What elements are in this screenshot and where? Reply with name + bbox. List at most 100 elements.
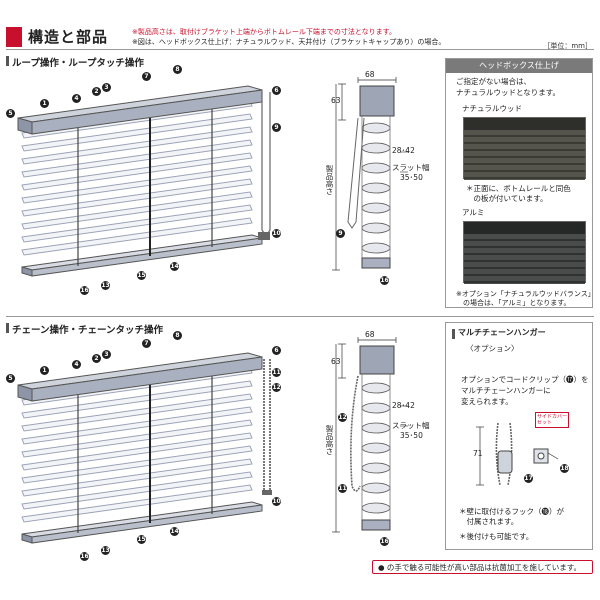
hanger-panel-title: マルチチェーンハンガー [458,328,546,337]
chain-head-width: 68 [365,330,375,339]
hanger-desc-3: 変えられます。 [461,397,513,406]
chain-bottomrail-front [31,504,263,544]
part-badge: 16 [80,286,89,295]
loop-operation-cord [261,92,271,238]
side-cover-tag-line-1: サイドカバー [537,414,568,420]
chain-headbox-front [31,356,263,402]
chain-slat-pitch: 28･42 [392,401,415,410]
part-badge: 2 [92,354,101,363]
hanger-illustration [476,422,559,486]
part-badge: 13 [101,281,110,290]
side-cover-set-tag: サイドカバー セット [535,412,570,428]
loop-side-view [332,77,408,271]
part-badge: 17 [524,474,533,483]
headbox-natural-label: ナチュラルウッド [462,104,522,113]
chain-slat-width-label: スラット幅 [392,421,430,430]
hanger-panel-subtitle: 〈オプション〉 [466,344,519,353]
hanger-dim: 71 [473,449,483,458]
loop-cord-weight [258,232,270,240]
header-divider [6,49,594,50]
part-badge: 14 [170,262,179,271]
loop-head-height: 63 [331,96,341,105]
headbox-intro-2: ナチュラルウッドとなります。 [456,88,561,97]
part-badge: 16 [80,552,89,561]
part-badge: 12 [272,383,281,392]
chain-product-height-label: 製品高さ [325,425,334,455]
part-badge: 8 [173,65,182,74]
note-product-height: ※製品高さは、取付けブラケット上端からボトムレール下端までの寸法となります。 [132,28,396,36]
unit-label: ［単位：mm］ [543,42,592,50]
part-badge: 3 [102,83,111,92]
chain-head-height: 63 [331,357,341,366]
part-badge: 11 [272,368,281,377]
page-title: 構造と部品 [28,28,109,46]
hanger-note-2: 付属されます。 [459,517,519,526]
hanger-desc-2: マルチチェーンハンガーに [461,386,551,395]
section-marker [6,323,9,333]
hanger-body [497,450,513,474]
part-badge: 8 [173,331,182,340]
section-marker [6,56,9,66]
headbox-option-note-1: ※オプション「ナチュラルウッドバランス」 [456,290,595,298]
part-badge: 7 [142,339,151,348]
part-badge: 3 [102,350,111,359]
part-badge: 15 [137,271,146,280]
part-badge: 4 [72,94,81,103]
footer-note-box [372,560,593,574]
part-badge: 13 [101,546,110,555]
headbox-natural-note-1: ＊正面に、ボトムレールと同色 [466,184,571,193]
panel-marker [452,329,455,339]
part-badge: 2 [92,87,101,96]
side-cover-tag-line-2: セット [537,420,553,426]
headbox-option-note-2: の場合は、「アルミ」となります。 [456,299,571,307]
part-badge: 5 [6,109,15,118]
loop-slat-width-label: スラット幅 [392,163,430,172]
part-badge: 16 [380,537,389,546]
section-divider [6,316,594,317]
part-badge: 12 [338,413,347,422]
loop-slats [21,100,253,256]
headbox-panel-title: ヘッドボックス仕上げ [446,59,592,73]
chain-slat-width-values: 35･50 [400,431,423,440]
loop-bottomrail-front [31,237,263,277]
part-badge: 1 [40,366,49,375]
loop-bottomrail-top [21,234,263,271]
loop-side-bottomrail [361,257,391,269]
note-figure-condition: ※図は、ヘッドボックス仕上げ：ナチュラルウッド、天井付け（ブラケットキャップあり… [132,38,446,46]
loop-blind-diagram [17,85,271,277]
chain-side-view [332,337,408,533]
chain-bottomrail-top [21,501,263,538]
part-badge: 1 [40,99,49,108]
part-badge: 11 [338,484,347,493]
part-badge: 16 [380,276,389,285]
headbox-intro-1: ご指定がない場合は、 [456,77,531,86]
part-badge: 5 [6,374,15,383]
title-accent-bar [6,27,22,47]
chain-side-chain [350,375,361,492]
section-heading-chain: チェーン操作・チェーンタッチ操作 [12,325,164,336]
loop-slat-pitch: 28･42 [392,146,415,155]
alumi-sample-image [463,221,586,284]
part-badge: 9 [336,229,345,238]
part-badge: 18 [560,464,569,473]
part-badge: 6 [272,346,281,355]
loop-product-height-label: 製品高さ [325,165,334,195]
part-badge: 10 [272,497,281,506]
headbox-alumi-label: アルミ [462,208,485,217]
part-badge: 7 [142,72,151,81]
footer-note: ● の手で触る可能性が高い部品は抗菌加工を施しています。 [378,563,581,572]
loop-side-cord [347,117,365,229]
hanger-note-1: ＊壁に取付けるフック（⓲）が [459,507,564,516]
chain-blind-diagram [17,352,272,544]
part-badge: 6 [272,86,281,95]
headbox-natural-note-2: の板が付いています。 [466,194,548,203]
multi-chain-hanger-panel [445,322,593,550]
part-badge: 10 [272,229,281,238]
hanger-desc-1: オプションでコードクリップ（⓱）を [461,375,589,384]
loop-slat-width-values: 35･50 [400,173,423,182]
part-badge: 14 [170,527,179,536]
section-heading-loop: ループ操作・ループタッチ操作 [12,58,144,69]
loop-head-width: 68 [365,70,375,79]
part-badge: 15 [137,535,146,544]
loop-side-headbox [359,85,395,117]
